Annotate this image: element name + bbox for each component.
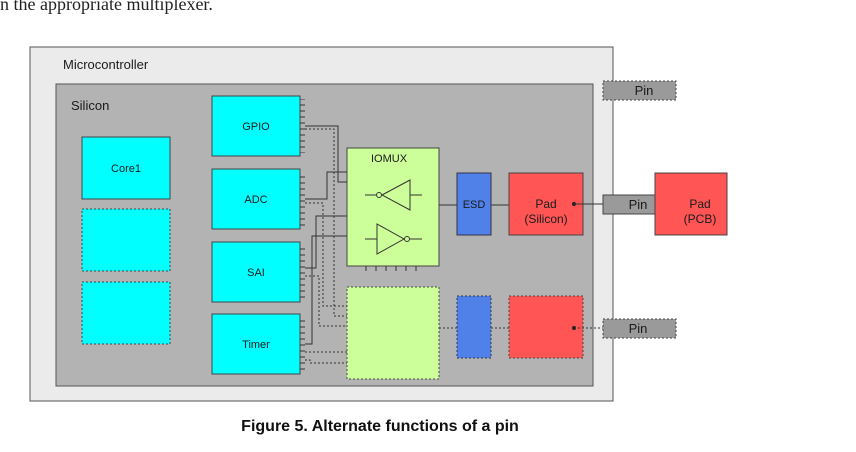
pad-connections: [439, 204, 509, 329]
pin-top-label: Pin: [635, 83, 654, 98]
core1-label: Core1: [111, 163, 141, 175]
iomux-box: [346, 147, 440, 267]
pad-pcb-label-line1: Pad: [689, 197, 710, 211]
input-buffer-icon: [365, 179, 422, 211]
figure-caption: Figure 5. Alternate functions of a pin: [241, 418, 519, 435]
pin-top-box: [602, 80, 677, 101]
microcontroller-label: Microcontroller: [63, 57, 149, 72]
pad-pcb-label-line2: (PCB): [684, 212, 717, 226]
gpio-pin-comb: [300, 99, 305, 153]
mux2-box: [346, 286, 440, 380]
sai-label: SAI: [247, 267, 265, 279]
core3-box: [81, 281, 171, 345]
core1-box: [81, 136, 171, 200]
sai-box: [211, 241, 301, 303]
timer-pin-comb: [300, 317, 305, 371]
pad-pcb-box: [654, 172, 728, 236]
output-buffer-icon: [365, 223, 422, 255]
iomux-comb: [365, 266, 417, 271]
core2-box: [81, 208, 171, 272]
signal-wires: [305, 125, 347, 364]
adc-label: ADC: [244, 194, 267, 206]
timer-label: Timer: [242, 339, 270, 351]
sai-pin-comb: [300, 245, 305, 299]
adc-pin-comb: [300, 172, 305, 226]
pad-silicon-label-line2: (Silicon): [524, 212, 567, 226]
pad2-box: [508, 295, 584, 359]
esd-box: [456, 172, 492, 236]
esd-label: ESD: [463, 199, 486, 211]
iomux-label: IOMUX: [371, 153, 408, 165]
esd2-box: [456, 295, 492, 359]
silicon-label: Silicon: [71, 98, 109, 113]
gpio-label: GPIO: [242, 121, 270, 133]
pad-silicon-label-line1: Pad: [535, 197, 556, 211]
intro-text: n the appropriate multiplexer.: [0, 0, 213, 14]
pin-bottom-box: [602, 318, 677, 339]
pin-bottom-label: Pin: [629, 321, 648, 336]
adc-box: [211, 168, 301, 230]
timer-box: [211, 313, 301, 375]
pin-middle-label: Pin: [629, 197, 648, 212]
